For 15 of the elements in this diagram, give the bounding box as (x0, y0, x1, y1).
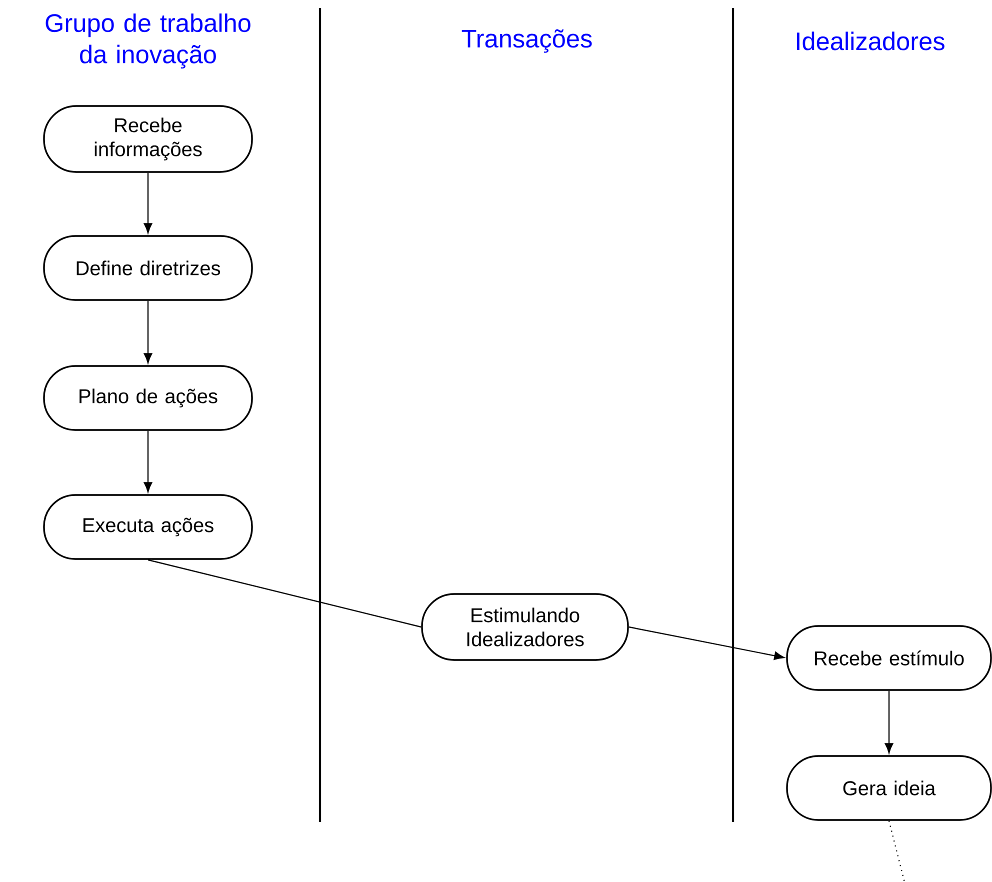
process-box: Executa ações (43, 494, 253, 560)
process-box: Recebe estímulo (786, 625, 992, 691)
arrow (144, 430, 152, 492)
arrow (144, 172, 152, 234)
arrow (884, 690, 894, 754)
process-box: Define diretrizes (43, 235, 253, 301)
process-box: Recebe informações (43, 105, 253, 173)
process-box: Gera ideia (786, 755, 992, 821)
lane-heading: Transações (462, 29, 592, 53)
arrow (144, 300, 152, 364)
arrow (628, 626, 784, 660)
process-box: Estimulando Idealizadores (421, 593, 629, 661)
lane-heading: Grupo de trabalho da inovação (46, 13, 250, 69)
lane-heading: Idealizadores (797, 32, 944, 50)
process-box: Plano de ações (43, 365, 253, 431)
